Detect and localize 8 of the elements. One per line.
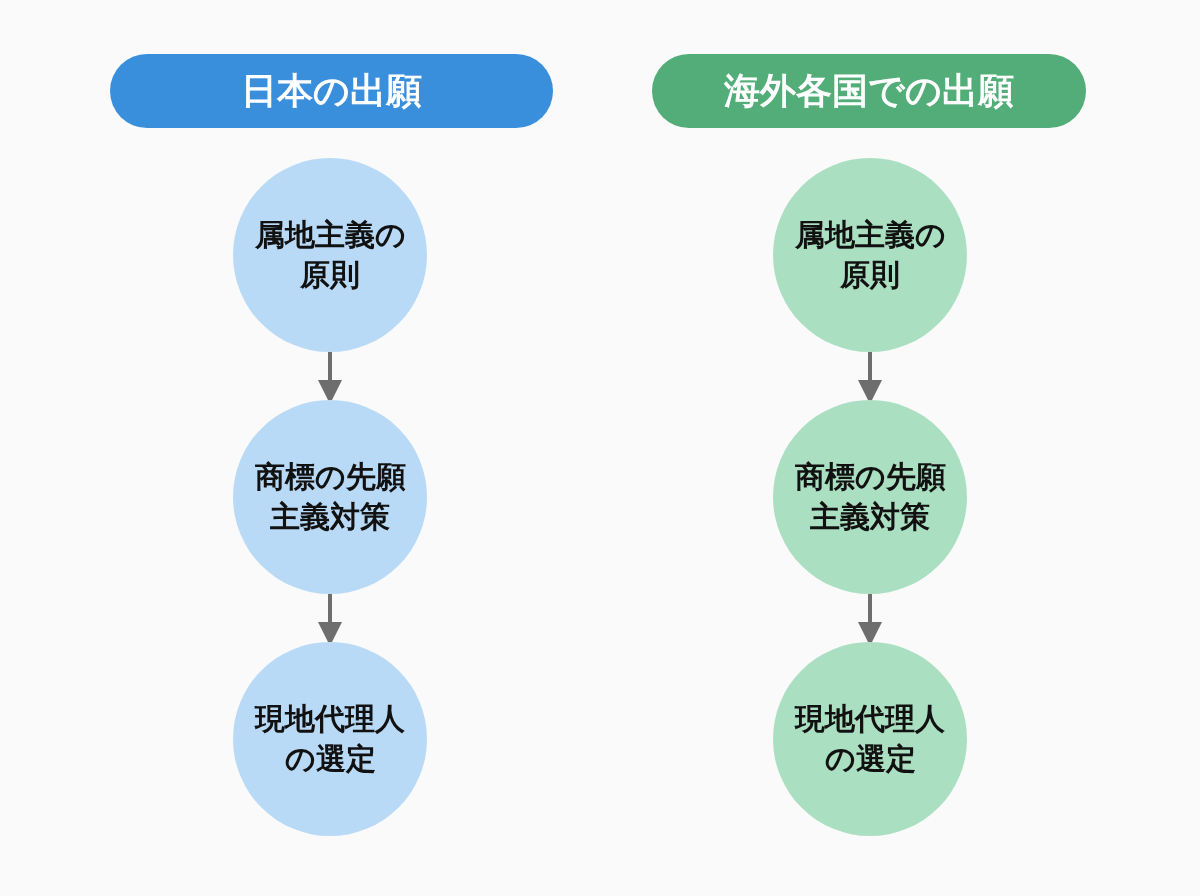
step-label: 属地主義の原則 [253, 215, 407, 294]
step-label: 商標の先願主義対策 [793, 457, 947, 536]
header-label: 日本の出願 [240, 68, 422, 113]
step-label: 商標の先願主義対策 [253, 457, 407, 536]
header-label: 海外各国での出願 [724, 68, 1014, 113]
step-label: 属地主義の原則 [793, 215, 947, 294]
step-label: 現地代理人の選定 [793, 699, 946, 778]
step-label: 現地代理人の選定 [253, 699, 406, 778]
